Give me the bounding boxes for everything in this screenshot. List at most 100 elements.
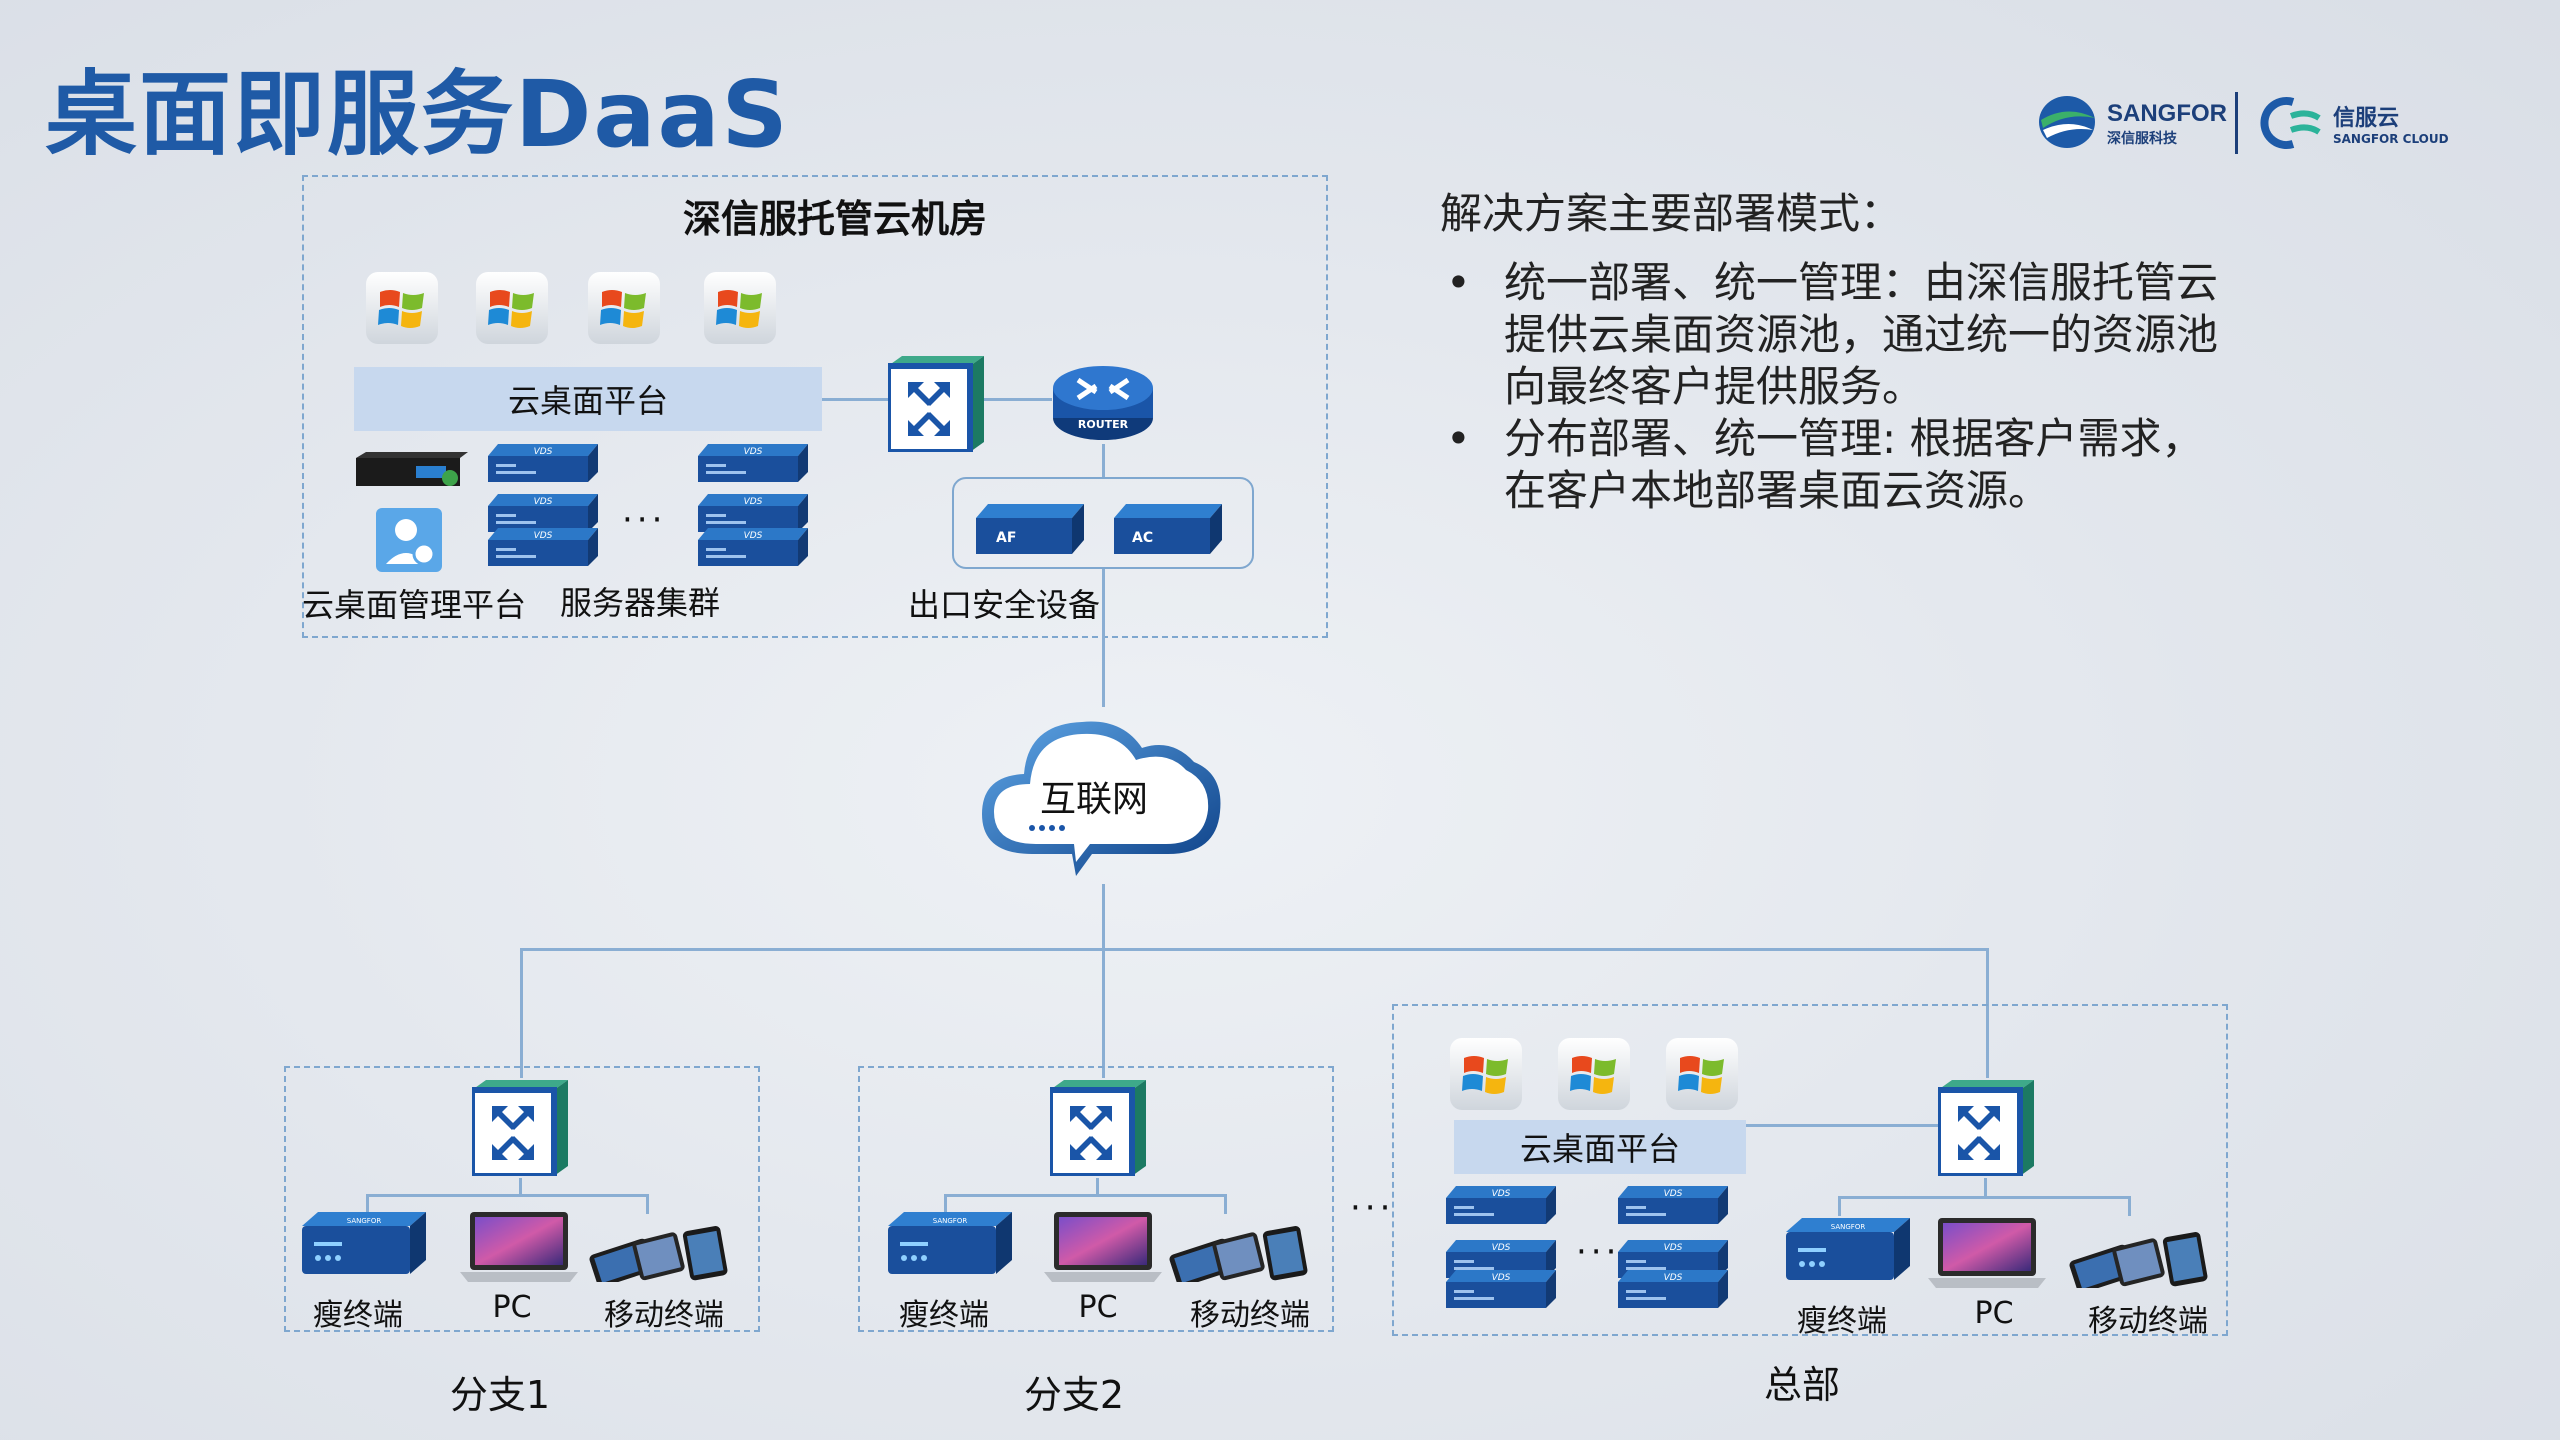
thin-client-icon xyxy=(888,1212,1012,1278)
mobile-devices-icon xyxy=(588,1222,728,1282)
vds-server-icon xyxy=(698,528,808,568)
security-devices-box xyxy=(952,477,1254,569)
vds-server-icon xyxy=(1618,1270,1728,1310)
branch-2-name: 分支2 xyxy=(1023,1373,1125,1417)
internet-cloud-icon xyxy=(982,721,1221,876)
laptop-icon xyxy=(1928,1218,2046,1290)
thin-client-icon xyxy=(1786,1218,1910,1284)
link-line xyxy=(366,1194,648,1197)
branches-ellipsis: ··· xyxy=(1350,1188,1395,1228)
server-cluster-label: 服务器集群 xyxy=(560,584,721,622)
hq-pc-label: PC xyxy=(1974,1296,2014,1331)
router-label: ROUTER xyxy=(1078,418,1129,431)
link-line xyxy=(984,398,1052,401)
hq-cluster-ellipsis: ··· xyxy=(1576,1232,1621,1272)
branch-1-name: 分支1 xyxy=(449,1373,551,1417)
windows-logo-icon xyxy=(1558,1038,1630,1110)
branch-2-box xyxy=(858,1066,1334,1332)
datacenter-box xyxy=(302,175,1328,638)
af-label: AF xyxy=(996,530,1016,546)
branch-2-mobile-label: 移动终端 xyxy=(1190,1298,1310,1333)
management-server-icon xyxy=(356,452,468,486)
solution-list: 统一部署、统一管理：由深信服托管云提供云桌面资源池，通过统一的资源池向最终客户提… xyxy=(1440,257,2240,517)
link-line xyxy=(520,948,1988,951)
network-switch-icon xyxy=(1938,1078,2034,1178)
thin-client-icon xyxy=(302,1212,426,1278)
link-line xyxy=(1984,1178,1987,1198)
vds-server-icon xyxy=(1618,1186,1728,1226)
logo-divider xyxy=(2235,92,2238,154)
link-line xyxy=(1102,884,1105,950)
link-line xyxy=(822,398,890,401)
router-icon: ROUTER xyxy=(1053,366,1153,440)
hq-platform-label: 云桌面平台 xyxy=(1519,1130,1680,1168)
logo-sangfor-en: SANGFOR xyxy=(2107,100,2227,127)
laptop-icon xyxy=(1044,1212,1162,1284)
branch-2-pc-label: PC xyxy=(1078,1290,1118,1325)
platform-label: 云桌面平台 xyxy=(507,382,668,420)
network-switch-icon xyxy=(888,356,984,452)
branch-1-box xyxy=(284,1066,760,1332)
link-line xyxy=(1224,1194,1227,1214)
vds-server-icon xyxy=(488,444,598,484)
sangfor-logo-icon xyxy=(2039,96,2095,148)
solution-heading: 解决方案主要部署模式： xyxy=(1440,189,1903,238)
windows-logo-icon xyxy=(1666,1038,1738,1110)
link-line xyxy=(1986,948,1989,1078)
ac-label: AC xyxy=(1132,530,1153,546)
network-switch-icon xyxy=(472,1078,568,1178)
vds-server-icon xyxy=(488,528,598,568)
windows-logo-icon xyxy=(476,272,548,344)
hq-mobile-label: 移动终端 xyxy=(2088,1304,2208,1339)
link-line xyxy=(1838,1196,1841,1216)
cloud-desktop-platform-bar: 云桌面平台 xyxy=(354,367,822,431)
admin-user-icon xyxy=(376,508,442,572)
windows-logo-icon xyxy=(1450,1038,1522,1110)
vds-server-icon xyxy=(1446,1270,1556,1310)
branch-1-thin-label: 瘦终端 xyxy=(313,1298,403,1333)
link-line xyxy=(1096,1178,1099,1196)
solution-panel: 解决方案主要部署模式： 统一部署、统一管理：由深信服托管云提供云桌面资源池，通过… xyxy=(1440,180,2240,517)
mobile-devices-icon xyxy=(2068,1228,2208,1288)
security-devices-label: 出口安全设备 xyxy=(908,586,1101,624)
hq-name: 总部 xyxy=(1763,1363,1841,1407)
mgmt-platform-label: 云桌面管理平台 xyxy=(302,586,527,624)
brand-logo: SANGFOR 深信服科技 信服云 SANGFOR CLOUD xyxy=(2035,88,2455,158)
link-line xyxy=(1746,1124,1940,1127)
link-line xyxy=(519,1178,522,1196)
sangfor-cloud-logo-icon xyxy=(2260,97,2321,149)
logo-cloud-cn: 信服云 xyxy=(2333,105,2400,130)
link-line xyxy=(520,948,523,1078)
cluster-ellipsis: ··· xyxy=(622,500,667,540)
internet-label: 互联网 xyxy=(1039,779,1149,820)
vds-server-icon xyxy=(1446,1186,1556,1226)
windows-logo-icon xyxy=(366,272,438,344)
solution-item: 统一部署、统一管理：由深信服托管云提供云桌面资源池，通过统一的资源池向最终客户提… xyxy=(1446,257,2240,413)
datacenter-title: 深信服托管云机房 xyxy=(682,197,988,241)
link-line xyxy=(366,1194,369,1214)
hq-thin-label: 瘦终端 xyxy=(1797,1304,1887,1339)
af-firewall-icon: AF xyxy=(976,504,1084,554)
branch-1-pc-label: PC xyxy=(492,1290,532,1325)
windows-logo-icon xyxy=(704,272,776,344)
windows-logo-icon xyxy=(588,272,660,344)
hq-box xyxy=(1392,1004,2228,1336)
link-line xyxy=(1102,569,1105,707)
link-line xyxy=(1102,444,1105,478)
logo-sangfor-cn: 深信服科技 xyxy=(2107,131,2177,147)
network-switch-icon xyxy=(1050,1078,1146,1178)
link-line xyxy=(2128,1196,2131,1216)
link-line xyxy=(944,1194,947,1214)
link-line xyxy=(646,1194,649,1214)
laptop-icon xyxy=(460,1212,578,1284)
solution-item: 分布部署、统一管理: 根据客户需求，在客户本地部署桌面云资源。 xyxy=(1446,413,2240,517)
link-line xyxy=(1102,948,1105,1078)
mobile-devices-icon xyxy=(1168,1222,1308,1282)
branch-1-mobile-label: 移动终端 xyxy=(604,1298,724,1333)
ac-gateway-icon: AC xyxy=(1114,504,1222,554)
link-line xyxy=(944,1194,1226,1197)
logo-cloud-en: SANGFOR CLOUD xyxy=(2333,132,2449,146)
hq-platform-bar: 云桌面平台 xyxy=(1454,1120,1746,1174)
vds-server-icon xyxy=(698,444,808,484)
page-title: 桌面即服务DaaS xyxy=(45,61,790,168)
